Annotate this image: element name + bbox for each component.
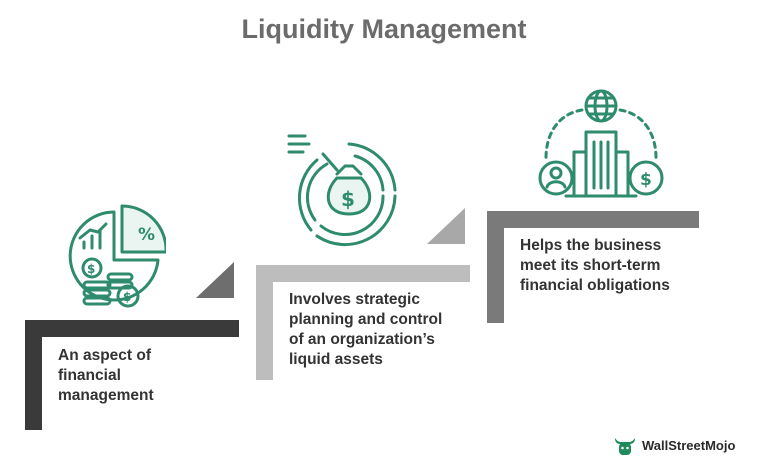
step-2-text: Involves strategic planning and control … — [289, 291, 443, 368]
step-2-top-bar — [256, 265, 470, 282]
step-1-text: An aspect of financial management — [58, 347, 154, 404]
step-1-side-bar — [25, 320, 42, 430]
svg-text:$: $ — [341, 187, 355, 211]
global-business-network-icon: $ — [538, 89, 664, 198]
svg-text:$: $ — [640, 170, 652, 190]
step-3-text: Helps the business meet its short-term f… — [520, 237, 670, 294]
bull-logo-icon — [615, 438, 635, 455]
finance-pie-chart-icon: % $ $ — [68, 204, 166, 308]
money-bag-donut-icon: $ — [287, 134, 397, 247]
step-3-top-bar — [487, 211, 699, 228]
svg-text:$: $ — [123, 290, 131, 304]
step-2-side-bar — [256, 265, 273, 380]
svg-text:$: $ — [87, 262, 95, 276]
brand-logo: WallStreetMojo — [612, 432, 735, 458]
page-title: Liquidity Management — [241, 14, 527, 44]
step-3-side-bar — [487, 211, 504, 323]
svg-text:%: % — [138, 225, 155, 245]
brand-name: WallStreetMojo — [642, 437, 736, 453]
step-1-top-bar — [25, 320, 239, 337]
step-1-corner-triangle — [196, 262, 234, 298]
step-2-corner-triangle — [427, 208, 465, 244]
